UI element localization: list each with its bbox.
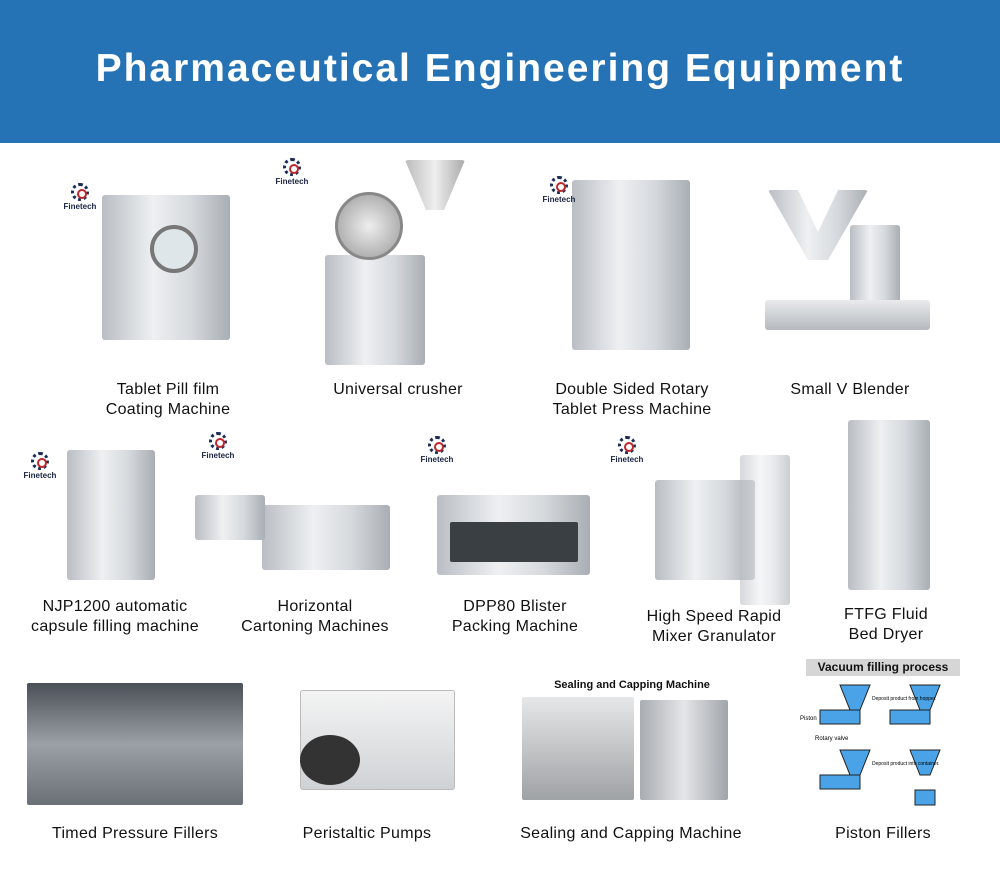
blister-windows bbox=[450, 522, 578, 562]
timed-pressure-filler-photo bbox=[27, 683, 243, 805]
product-label: Timed Pressure Fillers bbox=[51, 825, 219, 842]
cartoning-machine-image bbox=[262, 505, 390, 570]
finetech-logo: Finetech bbox=[537, 176, 581, 204]
pump-head bbox=[300, 735, 360, 785]
porthole bbox=[150, 225, 198, 273]
sealing-machine-photo bbox=[522, 697, 634, 800]
finetech-logo: Finetech bbox=[58, 183, 102, 211]
crusher-disc bbox=[335, 192, 403, 260]
page-title: Pharmaceutical Engineering Equipment bbox=[95, 46, 905, 90]
v-blender-platform bbox=[765, 300, 930, 330]
note-rotary-valve: Rotary valve bbox=[815, 736, 849, 742]
diagram-title: Vacuum filling process bbox=[806, 659, 960, 676]
sealing-caption: Sealing and Capping Machine bbox=[554, 679, 710, 691]
header-banner: Pharmaceutical Engineering Equipment bbox=[0, 0, 1000, 143]
fluid-bed-dryer-image bbox=[848, 420, 930, 590]
note-piston: Piston bbox=[800, 716, 817, 722]
cartoning-conveyor bbox=[195, 495, 265, 540]
crusher-image bbox=[325, 255, 425, 365]
finetech-logo: Finetech bbox=[270, 158, 314, 186]
product-label: Universal crusher bbox=[333, 381, 463, 398]
finetech-logo: Finetech bbox=[196, 432, 240, 460]
rotary-tablet-press-image bbox=[572, 180, 690, 350]
product-label: Sealing and Capping Machine bbox=[520, 825, 742, 842]
product-label: Small V Blender bbox=[790, 381, 910, 398]
mixer-granulator-image bbox=[655, 480, 755, 580]
product-label: Piston Fillers bbox=[835, 825, 931, 842]
capping-machine-photo bbox=[640, 700, 728, 800]
capsule-filling-machine-image bbox=[67, 450, 155, 580]
granulator-frame bbox=[740, 455, 790, 605]
finetech-logo: Finetech bbox=[18, 452, 62, 480]
finetech-logo: Finetech bbox=[415, 436, 459, 464]
product-label: Peristaltic Pumps bbox=[302, 825, 432, 842]
vacuum-filling-diagram: Piston Rotary valve Deposit product from… bbox=[800, 684, 941, 806]
note-container: Deposit product into container. bbox=[872, 761, 940, 767]
note-hopper: Deposit product from hopper. bbox=[872, 696, 936, 702]
finetech-logo: Finetech bbox=[605, 436, 649, 464]
crusher-hopper bbox=[405, 160, 465, 210]
